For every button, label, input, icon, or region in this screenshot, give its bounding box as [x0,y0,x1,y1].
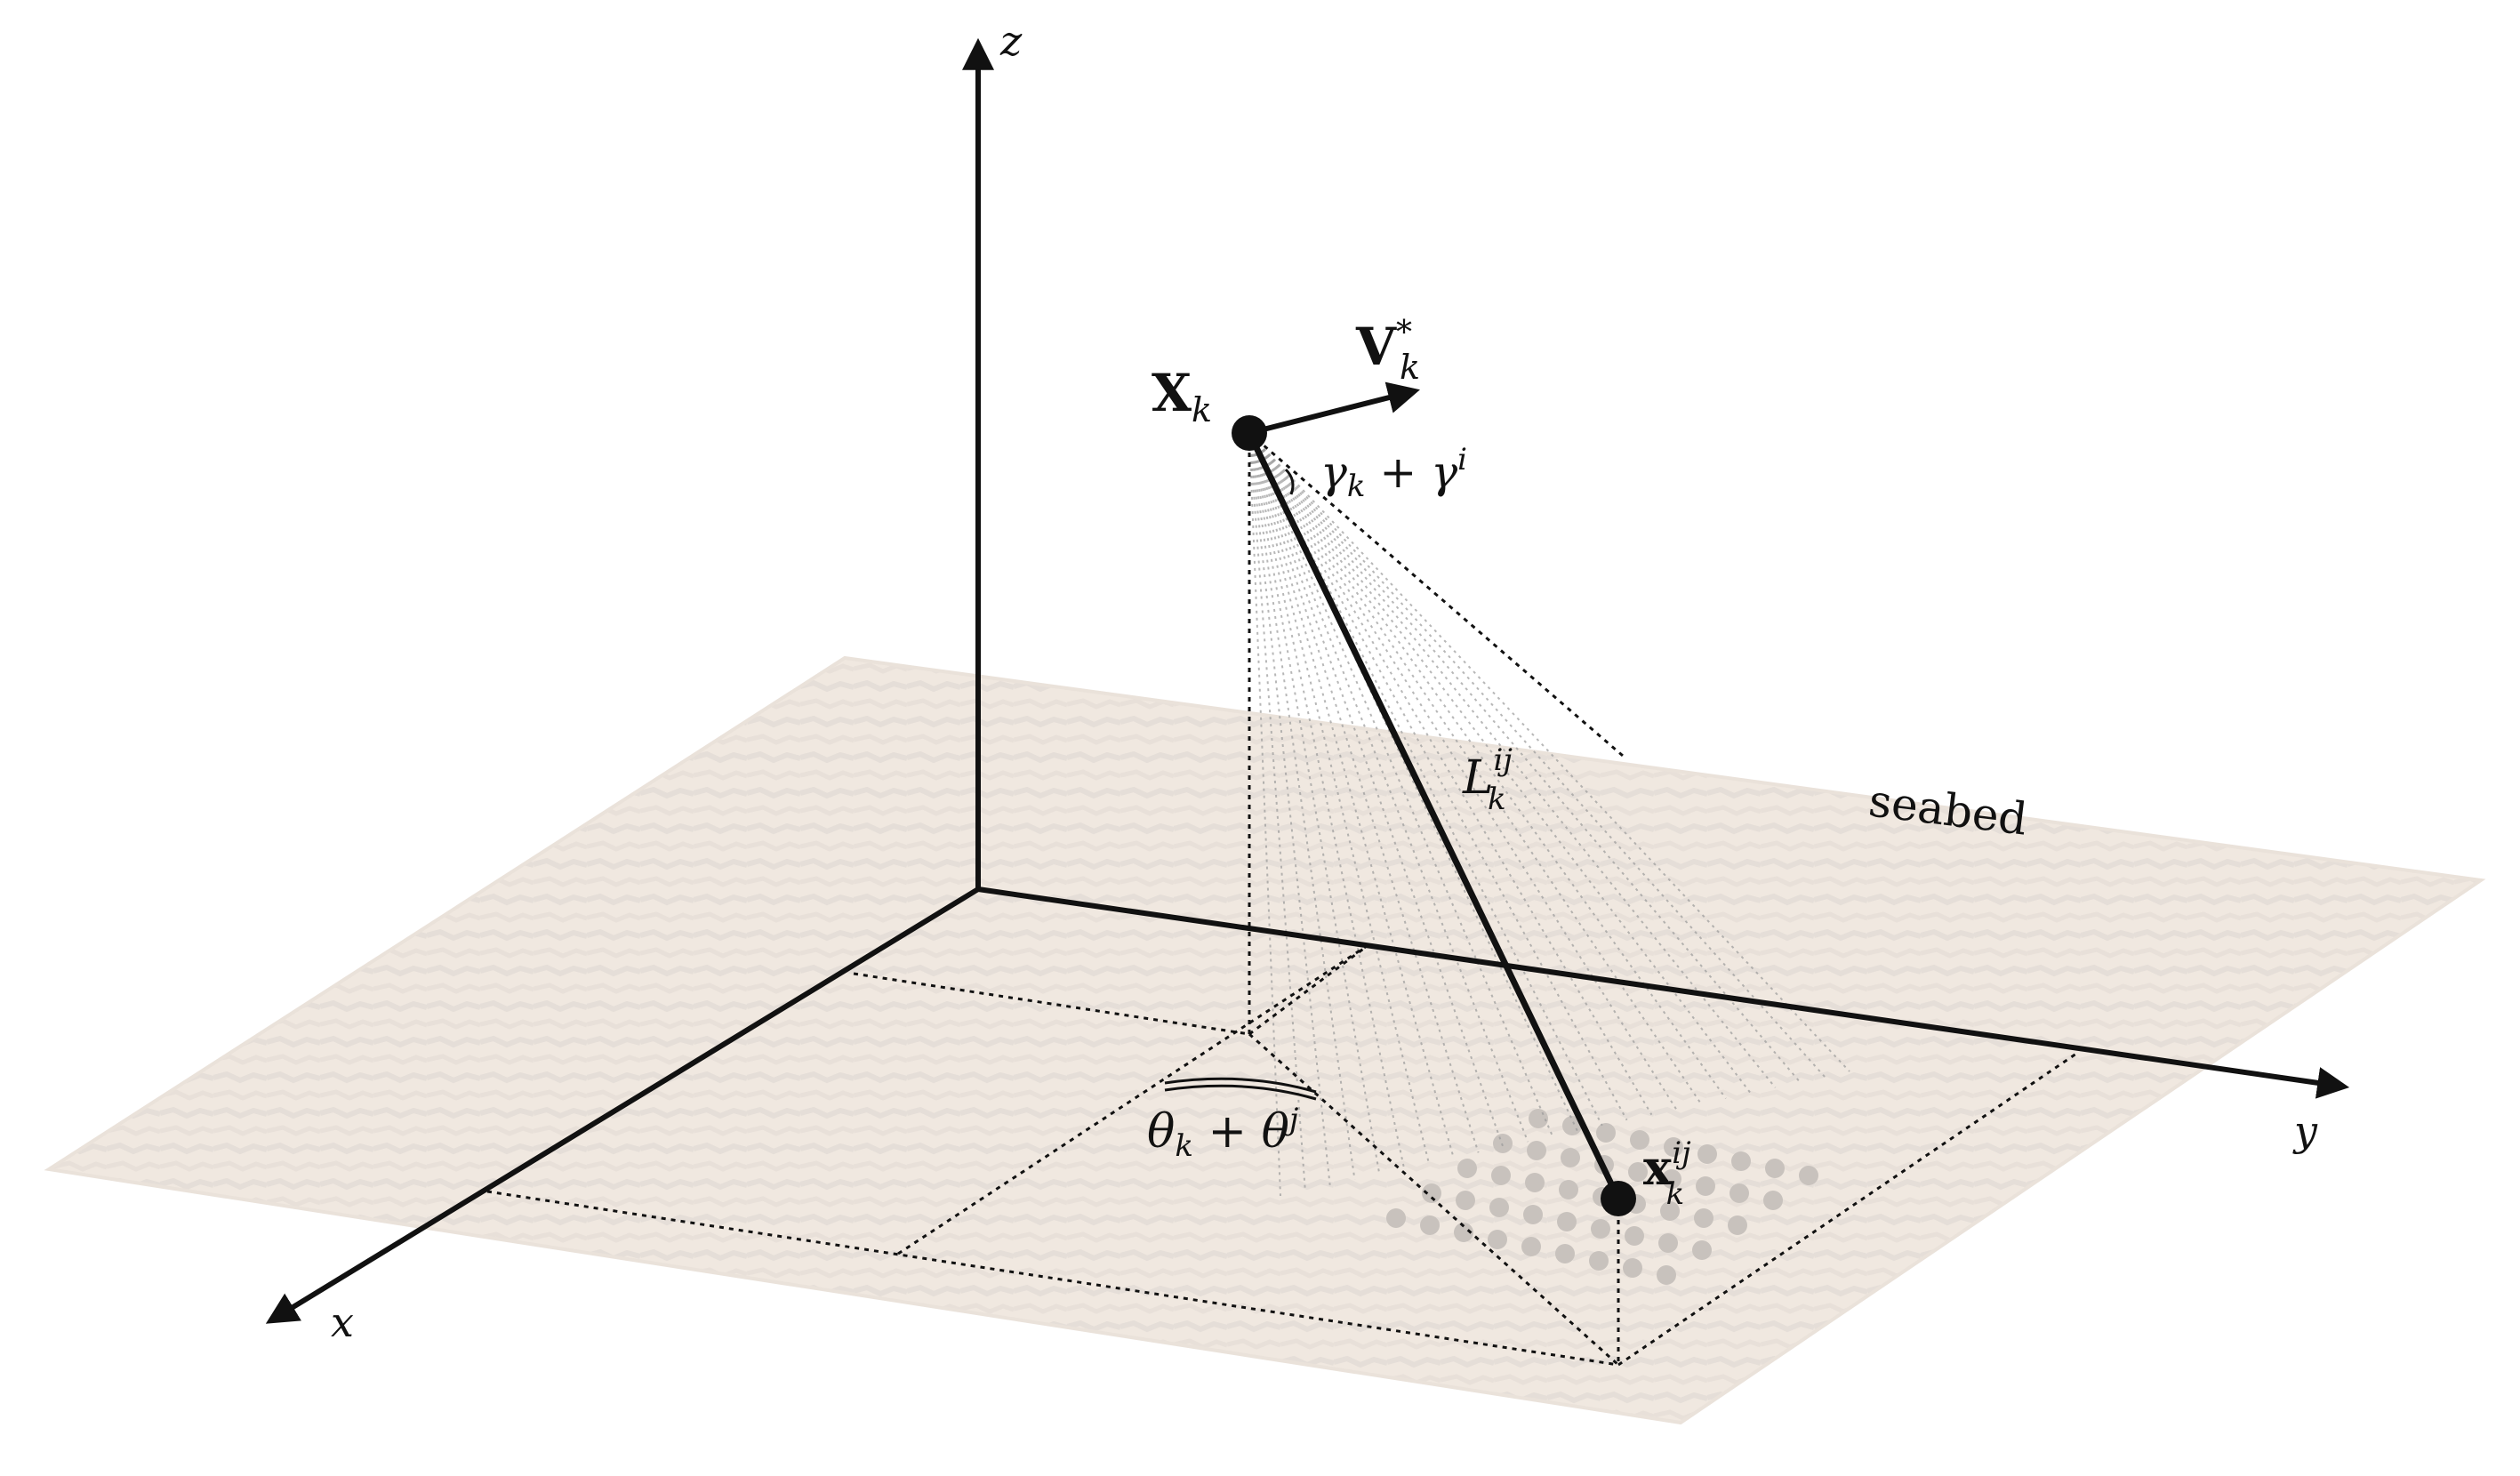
y-axis-label: y [2292,1107,2318,1155]
velocity-label: V*k [1355,315,1420,387]
footprint-dot [1454,1223,1473,1242]
footprint-dot [1589,1251,1609,1271]
footprint-dot [1625,1226,1644,1246]
footprint-dot [1488,1230,1507,1249]
footprint-dot [1658,1233,1678,1253]
beam-fan [1248,432,1850,1197]
beam-ray [1248,432,1505,1148]
gamma-angle-arc [1284,468,1295,495]
sonar-position-label: Xk [1152,363,1212,429]
seabed-surface [44,655,2486,1425]
footprint-dot [1493,1134,1513,1153]
beam-ray [1248,432,1430,1164]
slant-range-line [1246,431,1622,1200]
footprint-dot [1765,1159,1785,1178]
theta-label: θk + θj [1147,1102,1299,1164]
footprint-dot [1525,1173,1545,1192]
footprint-dot [1623,1258,1642,1278]
footprint-dot [1662,1169,1681,1189]
footprint-dot [1529,1109,1548,1128]
rect-inner-line [897,943,1370,1255]
axes [265,37,2350,1324]
footprint-dot [1692,1240,1712,1260]
footprint-dot [1557,1212,1577,1231]
beam-ray [1248,432,1826,1078]
footprint-dot [1521,1237,1541,1256]
y-axis [977,886,2350,1099]
beam-ray [1248,432,1777,1088]
sonar-position-point [1232,415,1267,451]
beam-ray [1248,432,1480,1153]
footprint-dot [1596,1123,1616,1143]
construction-lines [486,431,2077,1367]
beam-edge-line [1248,431,1624,758]
footprint-dot [1489,1198,1509,1217]
beam-ray [1248,432,1727,1100]
beam-ray [1248,432,1381,1175]
beam-ray [1248,432,1406,1169]
theta-angle-arc-outer [1164,1077,1317,1094]
rect-top-edge [853,972,1250,1036]
velocity-vector [1248,381,1420,436]
footprint-dot [1799,1166,1818,1185]
footprint-dot [1630,1130,1649,1150]
footprint-dot [1456,1191,1475,1210]
footprint-dot [1664,1137,1683,1157]
footprint-point [1601,1181,1636,1216]
footprint-dot [1591,1219,1610,1239]
footprint-dot [1694,1208,1713,1228]
footprint-dot [1763,1191,1783,1210]
beam-ray [1248,432,1455,1159]
beam-ray [1248,432,1331,1185]
footprint-dot [1491,1166,1511,1185]
z-axis-label: z [999,17,1023,65]
footprint-dot [1729,1183,1749,1203]
footprint-dot [1386,1208,1406,1228]
footprint-dot [1697,1144,1717,1164]
x-axis [265,886,980,1324]
footprint-dot [1657,1265,1676,1285]
footprint-dot [1731,1151,1751,1171]
x-axis-label: x [331,1298,354,1346]
footprint-dot [1696,1176,1715,1196]
footprint-dot [1628,1162,1648,1182]
footprint-dot [1457,1159,1477,1178]
beam-ray [1248,432,1628,1121]
footprint-dot [1561,1148,1580,1167]
beam-ray [1248,432,1356,1180]
rect-right-edge [1617,1052,2077,1367]
footprint-dot [1523,1205,1543,1224]
footprint-dot [1422,1183,1441,1203]
beam-ray [1248,432,1752,1094]
footprint-dot [1527,1141,1546,1160]
gamma-label: γk + γi [1320,442,1467,504]
footprint-dot [1420,1215,1440,1235]
footprint-dot [1660,1201,1680,1221]
theta-angle-arc-inner [1164,1084,1317,1101]
beam-ray [1248,432,1678,1111]
footprint-dot [1559,1180,1578,1199]
beam-ray [1248,432,1529,1143]
footprint-dot [1555,1244,1575,1263]
footprint-dot [1728,1215,1747,1235]
